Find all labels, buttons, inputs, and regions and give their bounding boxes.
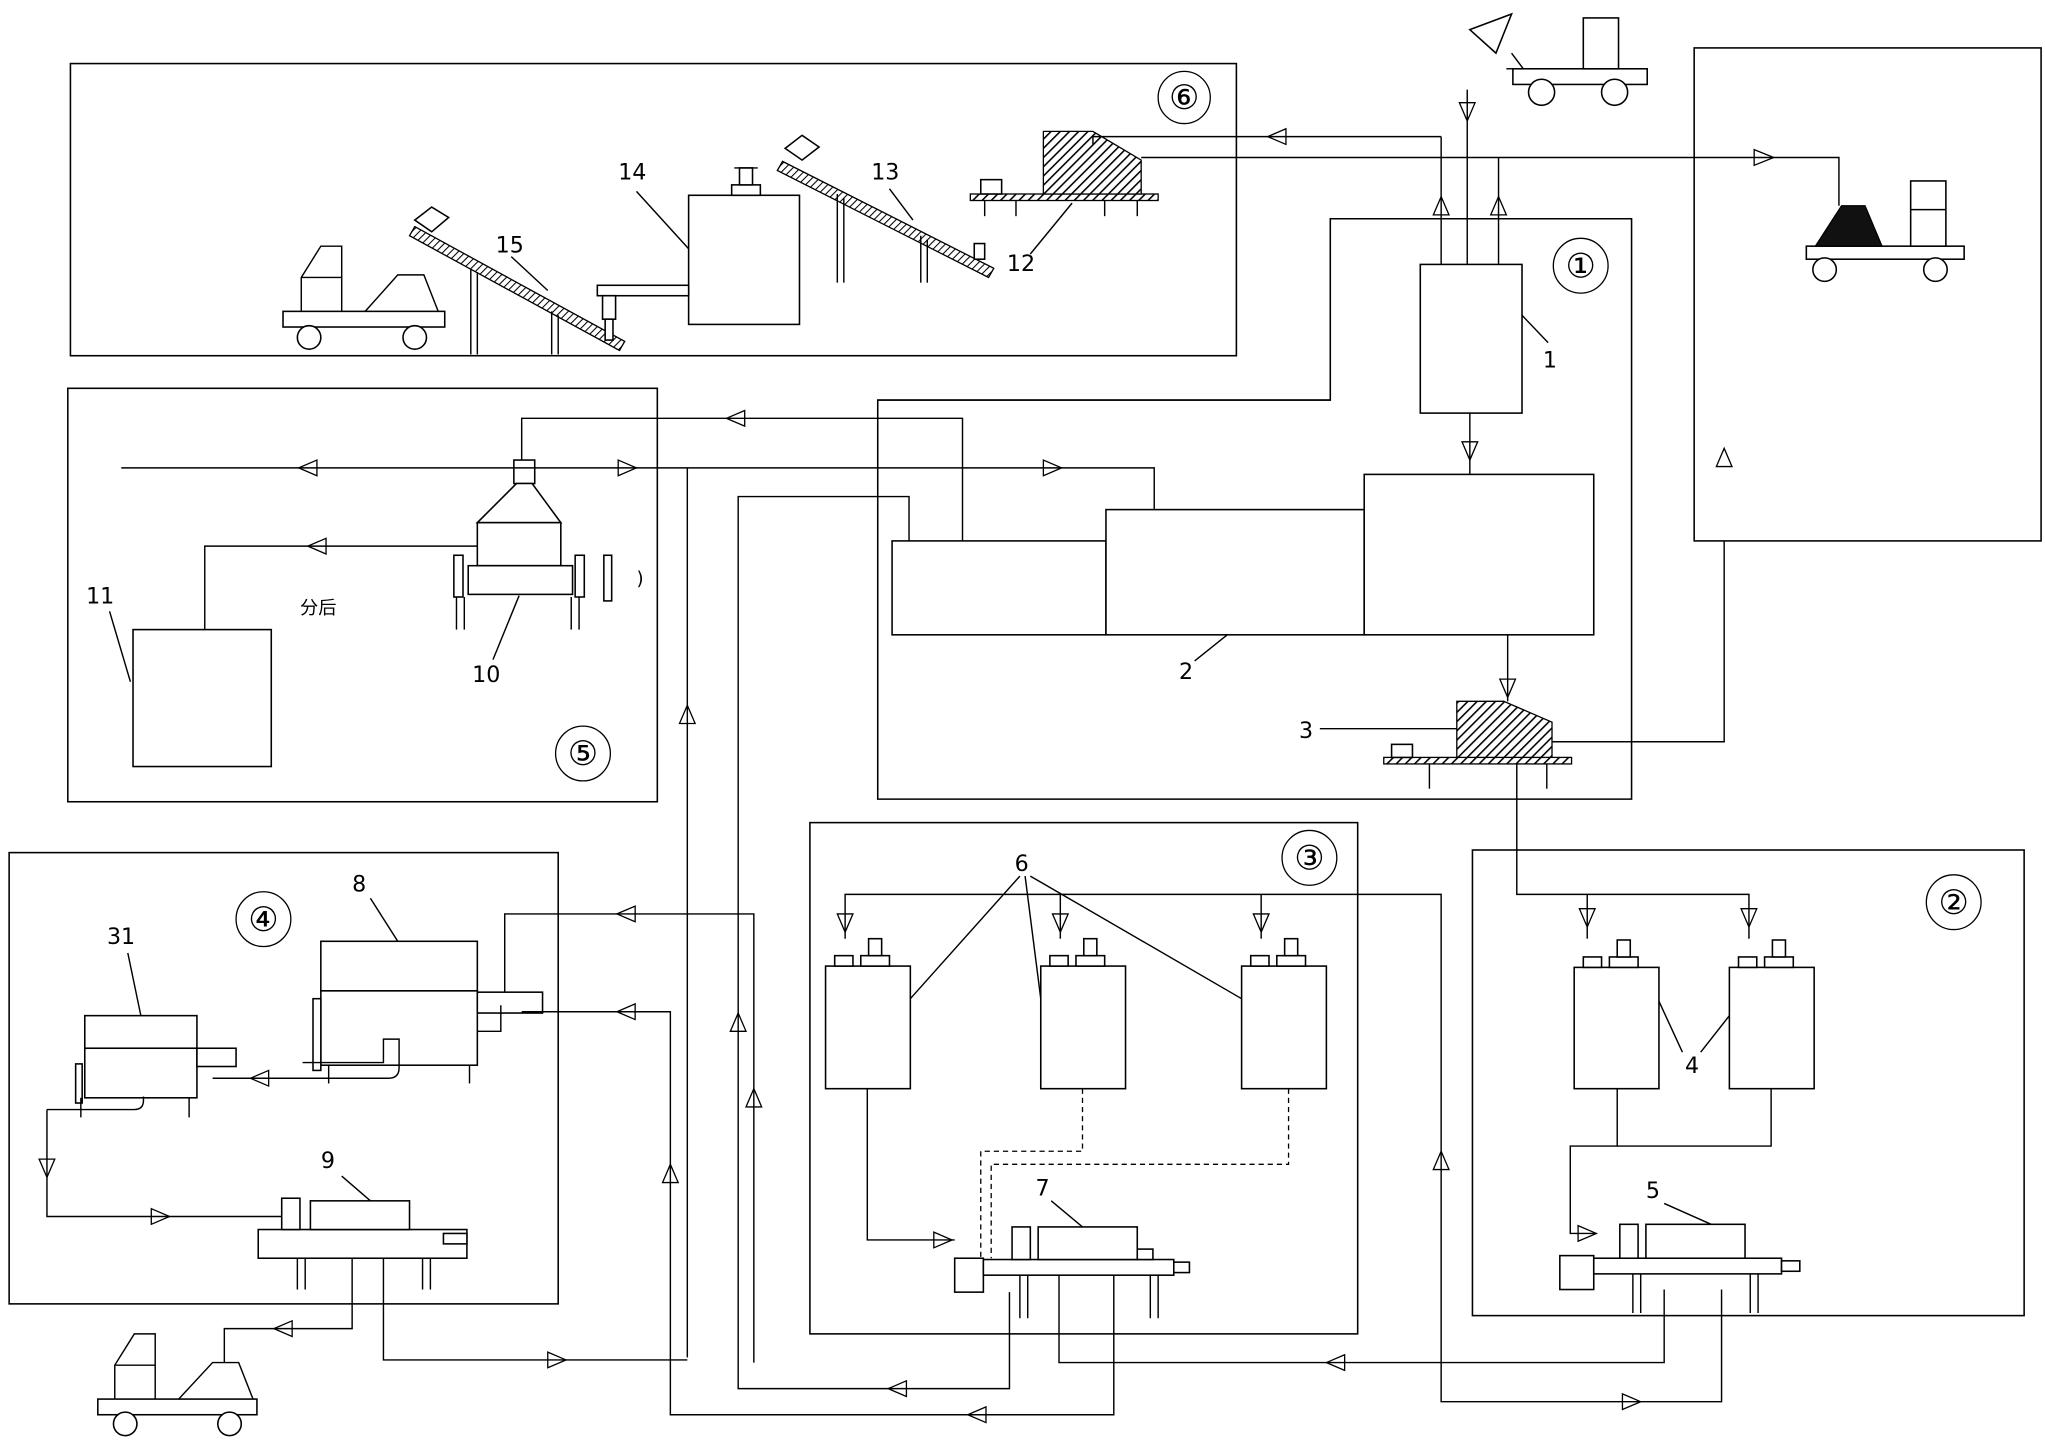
filter-press-7 [953,1226,1191,1319]
stray-mark: ) [636,569,643,590]
label-2: 2 [1179,659,1193,685]
leader-2 [1194,634,1228,662]
zone-5-marker [554,725,612,782]
label-8: 8 [352,872,366,898]
leaders-6 [909,875,1242,1000]
zone-4-label: ④ [248,900,278,939]
leader-4a [1658,1000,1684,1053]
leader-15 [510,256,549,292]
leader-13 [888,188,914,221]
tank-2 [891,473,1595,636]
zone-1-label: ① [1566,246,1596,285]
equipment-1 [1419,263,1523,414]
label-9: 9 [321,1148,335,1174]
label-10: 10 [472,662,500,688]
label-7: 7 [1036,1176,1050,1202]
zone-2-frame [1471,849,2025,1317]
conveyor-13 [776,134,995,283]
conveyor-15 [408,206,626,355]
dump-truck-bottom [97,1333,258,1437]
zone-5-label: ⑤ [568,734,598,773]
leader-9 [341,1175,371,1202]
tank-8 [302,940,544,1084]
label-4: 4 [1685,1053,1699,1079]
zone-5-frame [67,387,659,803]
label-13: 13 [871,160,899,186]
label-5: 5 [1646,1178,1660,1204]
leader-11 [108,611,132,682]
zone-2-marker [1925,874,1982,931]
screen-3 [1383,700,1573,789]
label-31: 31 [107,924,135,950]
zone-2-label: ② [1939,883,1969,922]
tank-31 [46,1014,237,1118]
leader-8 [369,897,399,942]
flow-arrows [38,102,1776,1424]
leader-10 [492,595,520,660]
annotation-text: 分后 [300,598,337,619]
dump-truck-zone-6 [282,245,446,350]
zone-1-marker [1552,237,1609,294]
zone-6-label: ⑥ [1169,78,1199,117]
label-6: 6 [1015,851,1029,877]
zone-6-marker [1157,70,1211,125]
filter-press-5 [1559,1223,1801,1314]
delivery-frame [1693,47,2042,542]
label-11: 11 [86,584,114,610]
leader-12 [1029,202,1073,255]
label-3: 3 [1299,718,1313,744]
zone-3-marker [1281,829,1338,886]
zone-6-frame [69,62,1238,357]
label-15: 15 [496,233,524,259]
mixing-tank-14 [596,167,801,341]
leader-7 [1050,1200,1083,1228]
label-12: 12 [1007,251,1035,277]
leader-1 [1521,314,1549,344]
hopper-10 [453,459,613,630]
filter-press-9 [257,1197,468,1290]
dump-truck-top [1468,12,1648,107]
pipelines [46,89,1840,1416]
screen-12 [969,130,1159,217]
zone-3-label: ③ [1294,839,1324,878]
tank-11 [132,628,273,768]
leader-4b [1700,1015,1730,1053]
zone-3-frame [809,821,1359,1335]
leader-5 [1663,1202,1712,1225]
tank-group-6 [824,937,1328,1090]
label-14: 14 [618,160,646,186]
zone-4-frame [8,851,559,1305]
leader-31 [127,952,142,1016]
leader-14 [635,190,690,250]
zone-4-marker [235,891,292,948]
label-1: 1 [1543,347,1557,373]
dump-truck-delivery [1805,180,1965,283]
